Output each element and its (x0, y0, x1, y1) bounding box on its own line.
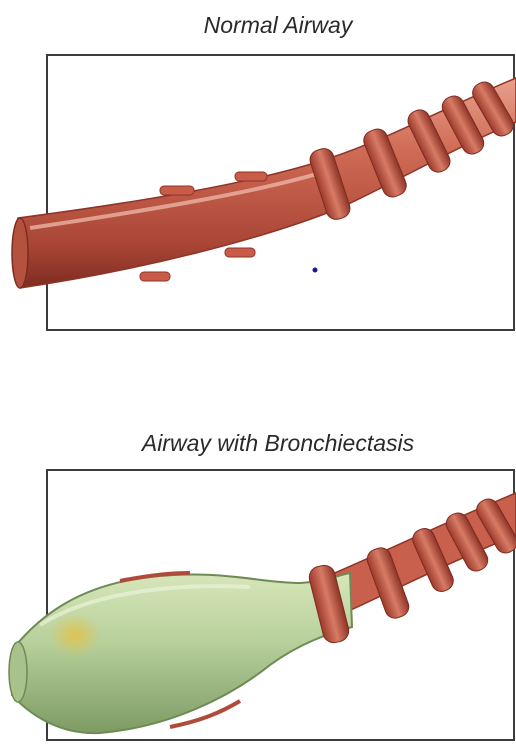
cartilage-tab (160, 186, 194, 195)
dilated-airway-opening (9, 642, 27, 702)
cartilage-tab (235, 172, 267, 181)
marker-dot (313, 268, 318, 273)
bronchiectasis-caption: Airway with Bronchiectasis (20, 430, 516, 457)
normal-airway-opening (12, 218, 28, 288)
bronchiectasis-panel (0, 465, 516, 751)
normal-airway-caption: Normal Airway (20, 12, 516, 39)
cartilage-tab (225, 248, 255, 257)
cartilage-tab (140, 272, 170, 281)
normal-airway-panel (0, 50, 516, 340)
